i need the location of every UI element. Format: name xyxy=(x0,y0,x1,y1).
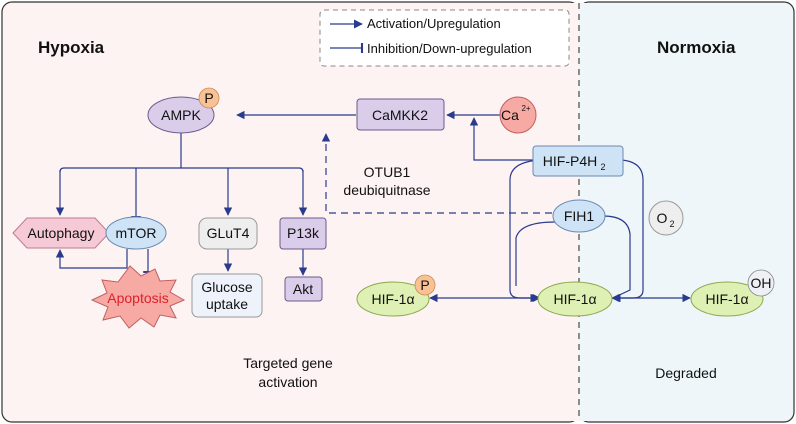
calcium-node xyxy=(499,96,537,134)
hif1a-phospho-node xyxy=(356,281,430,317)
edge-hifp4h-ca xyxy=(469,117,533,161)
apoptosis-label: Apoptosis xyxy=(107,290,168,306)
edge-hifp4h-right xyxy=(612,159,644,303)
autophagy-label: Autophagy xyxy=(28,225,95,241)
hif1a-phospho-badge-label: P xyxy=(420,277,429,293)
glut4-node xyxy=(198,217,258,250)
otub1-label: OTUB1 xyxy=(364,164,411,180)
calcium-label: Ca xyxy=(501,107,519,123)
hif1a-label: HIF-1α xyxy=(553,291,596,307)
fih1-label: FIH1 xyxy=(564,208,595,224)
legend-inhibition-label: Inhibition/Down-upregulation xyxy=(367,41,532,56)
edge-fih1-camkk2-dashed xyxy=(321,133,552,214)
camkk2-node xyxy=(356,98,445,131)
hif1a-phospho-badge xyxy=(414,274,436,296)
targeted-gene-caption-line1: Targeted gene xyxy=(243,355,333,371)
edge-hifp4h-left xyxy=(509,159,541,303)
glucose-uptake-node xyxy=(191,273,263,318)
akt-node xyxy=(284,276,323,302)
hif1a-hydroxy-node xyxy=(690,281,764,317)
glut4-label: GLuT4 xyxy=(207,225,250,241)
hif1a-hydroxy-badge-label: OH xyxy=(751,275,772,291)
glucose-uptake-line2: uptake xyxy=(206,296,248,312)
mtor-label: mTOR xyxy=(116,225,157,241)
hypoxia-title: Hypoxia xyxy=(38,38,105,57)
fih1-node xyxy=(552,199,606,233)
akt-label: Akt xyxy=(293,281,313,297)
mtor-node xyxy=(105,216,167,250)
glucose-uptake-line1: Glucose xyxy=(201,279,253,295)
edge-mtor-autophagy xyxy=(55,249,128,269)
legend-activation-label: Activation/Upregulation xyxy=(367,16,501,31)
edge-fih1-left xyxy=(515,221,556,286)
oxygen-label: O xyxy=(657,210,668,226)
hifp4h2-subscript: 2 xyxy=(600,162,605,172)
normoxia-title: Normoxia xyxy=(657,38,736,57)
hifp4h2-node xyxy=(532,145,624,177)
edge-fih1-right xyxy=(602,215,631,299)
legend-box xyxy=(319,9,570,67)
p13k-label: P13k xyxy=(287,225,320,241)
calcium-superscript: 2+ xyxy=(521,104,530,113)
ampk-node xyxy=(147,96,215,134)
p13k-node xyxy=(279,217,327,250)
apoptosis-node xyxy=(90,265,186,329)
targeted-gene-caption-line2: activation xyxy=(258,374,317,390)
otub1-sublabel: deubiquitnase xyxy=(343,182,430,198)
hif1a-node xyxy=(537,281,613,317)
edge-ampk-bus xyxy=(59,167,304,173)
ampk-label: AMPK xyxy=(161,107,201,123)
ampk-phospho-label: P xyxy=(204,90,213,106)
hif1a-phospho-label: HIF-1α xyxy=(371,291,414,307)
hifp4h2-label: HIF-P4H xyxy=(543,153,597,169)
oxygen-node xyxy=(648,200,684,236)
ampk-phospho-badge xyxy=(198,87,220,109)
degraded-caption: Degraded xyxy=(655,365,717,381)
oxygen-subscript: 2 xyxy=(669,219,674,229)
hif1a-hydroxy-label: HIF-1α xyxy=(705,291,748,307)
camkk2-label: CaMKK2 xyxy=(372,107,428,123)
hif1a-hydroxy-badge xyxy=(747,269,775,297)
normoxia-region xyxy=(578,1,795,423)
